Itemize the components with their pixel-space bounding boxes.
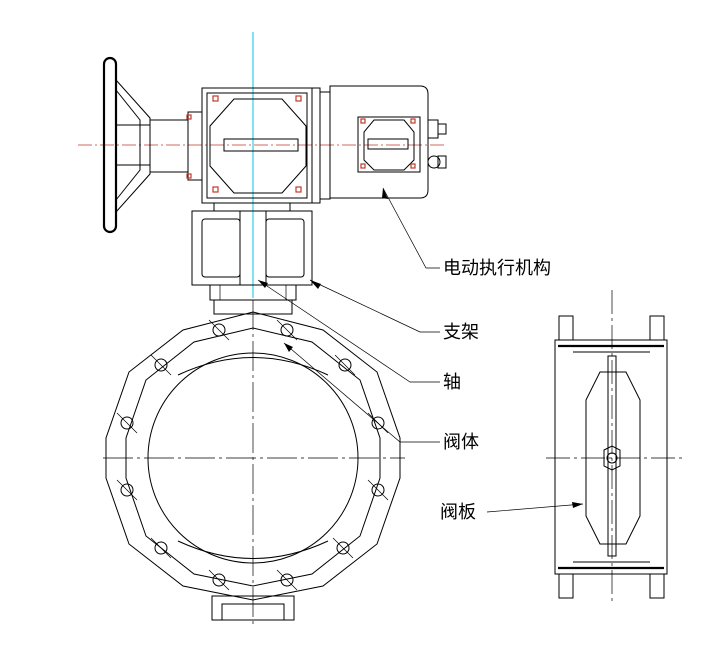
label-body: 阀体 [443, 432, 479, 453]
valve-body [105, 299, 401, 621]
side-section-view [546, 290, 682, 605]
arrowhead [382, 188, 388, 199]
label-shaft: 轴 [443, 372, 461, 393]
bracket [191, 202, 313, 301]
label-disc: 阀板 [440, 502, 476, 523]
arrowhead [572, 502, 583, 508]
electric-motor [329, 85, 447, 199]
handwheel [102, 56, 203, 234]
label-actuator: 电动执行机构 [443, 258, 551, 279]
label-bracket: 支架 [443, 322, 479, 343]
arrowhead [310, 280, 321, 289]
leader-lines [257, 187, 584, 513]
gearbox [201, 87, 331, 204]
bolt-holes [116, 319, 389, 591]
arrowhead [284, 343, 293, 352]
arrowhead [258, 280, 268, 288]
